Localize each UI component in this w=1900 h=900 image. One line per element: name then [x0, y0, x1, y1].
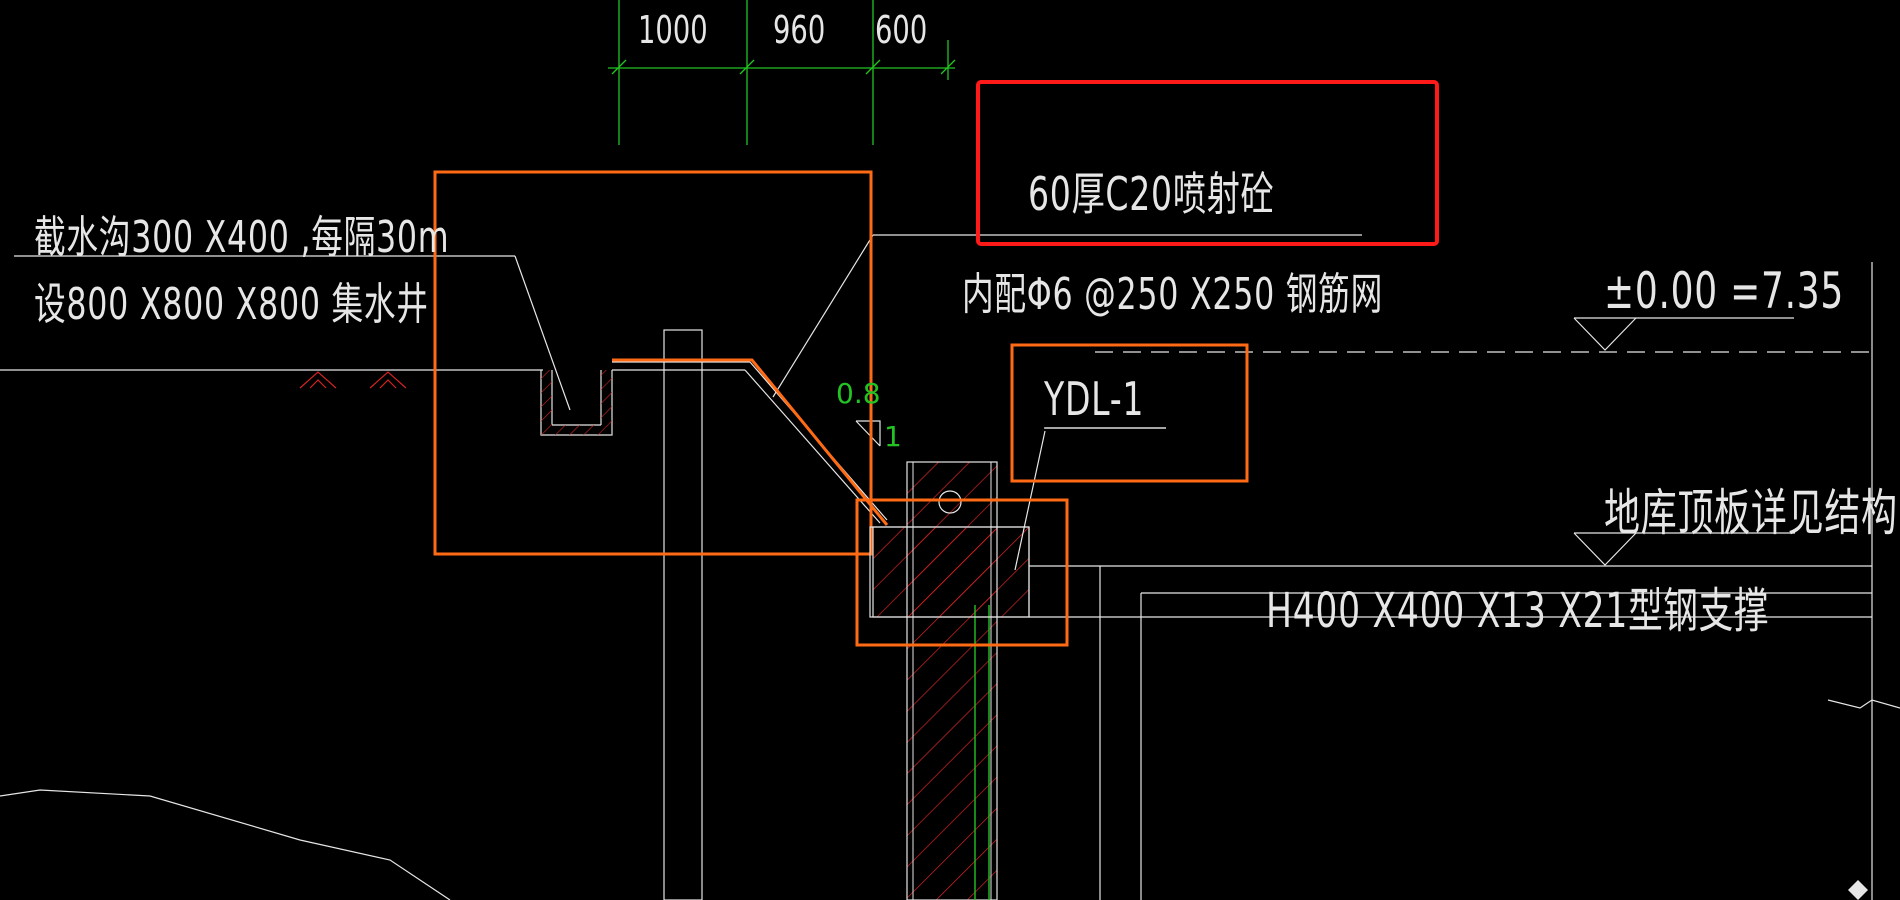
dimension-1000: 1000	[638, 8, 708, 52]
beam-label: YDL-1	[1044, 372, 1145, 426]
dimension-600: 600	[875, 8, 928, 52]
roof-note-label: 地库顶板详见结构	[1604, 484, 1898, 542]
steel-strut	[1029, 262, 1900, 900]
shotcrete-line	[612, 358, 889, 526]
elevation-marker	[1573, 317, 1794, 351]
ditch-wall-left	[541, 370, 552, 425]
strut-label: H400 X400 X13 X21型钢支撑	[1266, 583, 1770, 639]
elevation-label: ±0.00 =7.35	[1604, 262, 1845, 320]
ditch-wall-right	[601, 370, 612, 425]
slope-run-label: 1	[884, 420, 902, 453]
mesh-label: 内配Φ6 @250 X250 钢筋网	[962, 269, 1383, 320]
slope-rise-label: 0.8	[836, 377, 881, 410]
shotcrete-label: 60厚C20喷射砼	[1028, 167, 1275, 221]
grip-icon[interactable]	[1848, 880, 1868, 900]
dimension-960: 960	[773, 8, 826, 52]
ditch-bottom	[541, 425, 612, 435]
ditch-highlight-box[interactable]	[433, 170, 873, 556]
ditch-label-line1: 截水沟300 X400 ,每隔30m	[34, 212, 450, 263]
dimension-group	[608, 0, 956, 145]
roof-note-marker	[1573, 532, 1795, 566]
beam-label-highlight-box[interactable]	[1010, 343, 1249, 483]
cap-beam	[872, 427, 1166, 900]
cap-beam-inner-box	[869, 526, 1030, 618]
shotcrete-highlight-box[interactable]	[976, 80, 1439, 246]
ground-symbol	[299, 371, 407, 389]
slope-marker	[855, 420, 881, 447]
ground-lines	[0, 234, 1362, 900]
ditch-label-line2: 设800 X800 X800 集水井	[34, 279, 429, 330]
cap-beam-highlight-box[interactable]	[855, 498, 1069, 647]
